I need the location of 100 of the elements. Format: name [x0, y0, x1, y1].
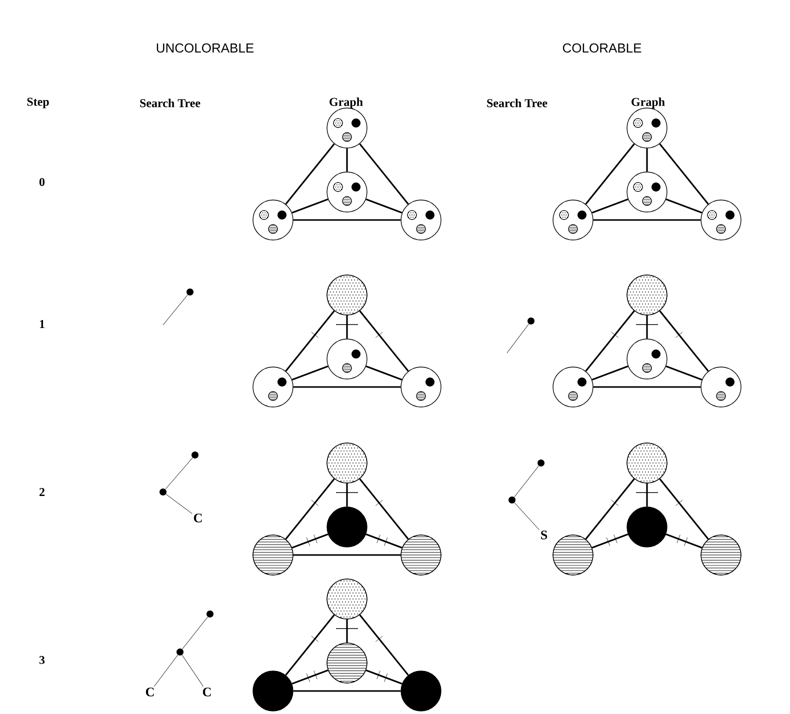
graph-vertex — [552, 200, 594, 240]
graph-edge — [585, 478, 635, 540]
graph-vertex — [626, 172, 668, 212]
tree-node — [538, 460, 544, 466]
graph-edge — [646, 315, 648, 339]
graph-vertex — [626, 338, 668, 380]
graph-edge — [292, 669, 328, 685]
step-number: 0 — [39, 178, 45, 186]
tree-branch — [182, 654, 204, 687]
result-letter: S — [541, 530, 548, 540]
graph-vertex — [252, 366, 294, 408]
graph-vertex — [326, 442, 368, 484]
graph-vertex — [326, 338, 368, 380]
graph-edge — [366, 533, 402, 549]
tree-branch — [166, 494, 192, 514]
graph-vertex — [700, 366, 742, 408]
result-letter: C — [194, 514, 202, 522]
graph-vertex — [626, 442, 668, 484]
column-heading: Search Tree — [487, 98, 548, 108]
graph-edge — [359, 614, 409, 676]
graph-edge — [346, 619, 348, 643]
column-heading: Graph — [330, 98, 363, 108]
graph-edge — [293, 554, 401, 556]
graph-edge — [285, 478, 335, 540]
tree-node — [176, 648, 184, 656]
graph-edge — [292, 365, 328, 381]
graph-edge — [346, 315, 348, 339]
tree-node — [192, 452, 198, 458]
step-number: 2 — [40, 488, 44, 496]
graph-edge — [646, 483, 648, 507]
graph-vertex — [400, 366, 442, 408]
graph-vertex — [326, 642, 368, 684]
tree-branch — [506, 324, 530, 354]
tree-branch — [154, 654, 178, 687]
step-number: 1 — [40, 320, 44, 328]
graph-edge — [285, 143, 335, 205]
graph-edge — [592, 533, 628, 549]
column-heading: Search Tree — [140, 98, 200, 108]
graph-edge — [666, 198, 702, 214]
tree-node — [508, 496, 516, 504]
tree-branch — [514, 502, 540, 530]
section-heading: UNCOLORABLE — [156, 43, 254, 53]
graph-edge — [285, 614, 335, 676]
result-letter: C — [202, 688, 211, 696]
graph-vertex — [252, 670, 294, 712]
graph-vertex — [700, 534, 742, 576]
graph-vertex — [326, 172, 368, 212]
graph-vertex — [326, 274, 368, 316]
graph-vertex — [400, 534, 442, 576]
graph-edge — [592, 198, 628, 214]
tree-node — [528, 318, 534, 324]
graph-edge — [659, 143, 709, 205]
column-heading: Step — [27, 98, 49, 108]
tree-branch — [165, 458, 193, 490]
graph-edge — [593, 386, 701, 388]
graph-edge — [346, 148, 348, 172]
graph-vertex — [552, 534, 594, 576]
graph-vertex — [400, 670, 442, 712]
graph-vertex — [626, 274, 668, 316]
tree-branch — [514, 466, 539, 498]
graph-vertex — [252, 534, 294, 576]
graph-edge — [359, 143, 409, 205]
tree-branch — [182, 616, 208, 650]
graph-edge — [585, 310, 635, 372]
graph-edge — [585, 143, 635, 205]
step-number: 3 — [39, 656, 45, 664]
graph-edge — [659, 310, 709, 372]
result-letter: C — [146, 688, 154, 696]
graph-vertex — [400, 200, 442, 240]
graph-edge — [593, 219, 701, 221]
tree-node — [206, 610, 214, 618]
graph-edge — [366, 365, 402, 381]
graph-edge — [292, 533, 328, 549]
graph-vertex — [626, 506, 668, 548]
graph-edge — [592, 365, 628, 381]
graph-edge — [359, 310, 409, 372]
graph-edge — [292, 198, 328, 214]
graph-edge — [359, 478, 409, 540]
tree-branch — [162, 294, 188, 326]
graph-edge — [659, 478, 709, 540]
graph-edge — [366, 669, 402, 685]
graph-edge — [666, 533, 702, 549]
graph-vertex — [326, 506, 368, 548]
graph-vertex — [252, 200, 294, 240]
graph-edge — [646, 148, 648, 172]
graph-vertex — [326, 108, 368, 148]
tree-node — [186, 288, 194, 296]
graph-vertex — [552, 366, 594, 408]
section-heading: COLORABLE — [562, 43, 642, 53]
graph-edge — [293, 386, 401, 388]
graph-vertex — [700, 200, 742, 240]
graph-edge — [346, 483, 348, 507]
graph-edge — [366, 198, 402, 214]
graph-edge — [285, 310, 335, 372]
graph-edge — [293, 219, 401, 221]
graph-edge — [666, 365, 702, 381]
graph-vertex — [626, 108, 668, 148]
column-heading: Graph — [632, 98, 665, 108]
graph-vertex — [326, 578, 368, 620]
tree-node — [160, 488, 166, 496]
